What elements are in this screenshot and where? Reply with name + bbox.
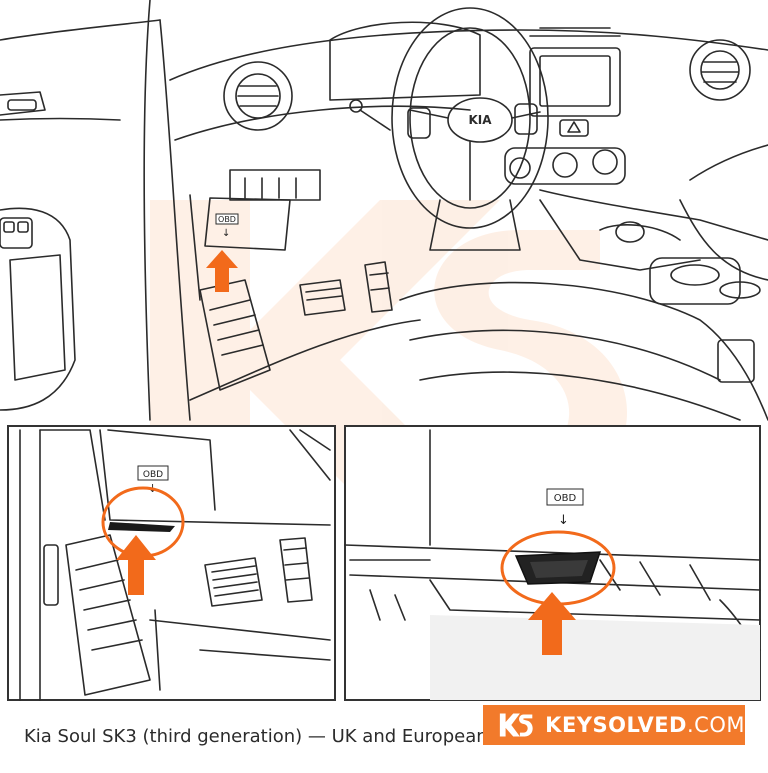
obd-label-right: OBD xyxy=(554,493,577,504)
brand-name: KEYSOLVED xyxy=(545,713,687,737)
steering-logo: KIA xyxy=(468,113,492,127)
panel-right: OBD ↓ xyxy=(344,425,761,701)
obd-label-left: OBD xyxy=(143,470,163,480)
down-arrow-glyph-top: ↓ xyxy=(222,228,230,239)
interior-scene xyxy=(0,0,768,421)
arrow-left xyxy=(116,535,156,595)
caption: Kia Soul SK3 (third generation) — UK and… xyxy=(24,726,504,747)
obd-label-box-top xyxy=(215,213,239,225)
arrow-right xyxy=(528,592,576,655)
obd-label-top: OBD xyxy=(218,215,236,224)
keysolved-logo-icon xyxy=(499,713,533,737)
down-arrow-glyph-right: ↓ xyxy=(558,513,569,528)
brand-banner[interactable]: KEYSOLVED.COM xyxy=(483,705,745,745)
panel-left: OBD ↓ xyxy=(7,425,336,701)
arrow-top xyxy=(206,250,238,292)
brand-domain: .COM xyxy=(687,713,745,737)
